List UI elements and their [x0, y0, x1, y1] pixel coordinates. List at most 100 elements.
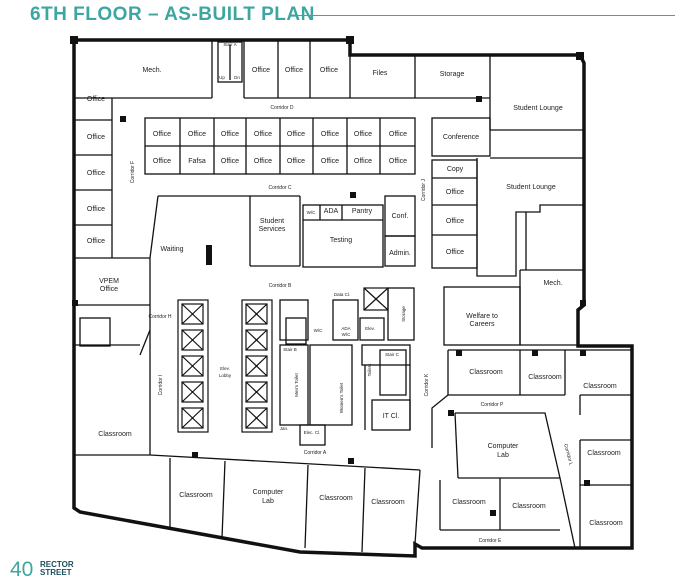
- corridor-h: Corridor H: [148, 314, 171, 320]
- room-data-cl: Data Cl.: [334, 292, 350, 297]
- corridor-j: Corridor J: [421, 179, 427, 201]
- room-stair-a: Stair A: [223, 42, 236, 47]
- room-office-1: Office: [252, 67, 270, 74]
- room-welfare-l2: Careers: [470, 321, 495, 328]
- room-copy: Copy: [447, 166, 464, 173]
- room-womens-toilet: Women's Toilet: [339, 382, 344, 413]
- room-classroom-r5: Classroom: [452, 499, 486, 506]
- room-toilets: Toilets: [367, 363, 372, 377]
- room-ada: ADA: [324, 208, 339, 215]
- room-jan: Jan.: [280, 426, 289, 431]
- title-rule: [292, 15, 675, 16]
- room-fafsa: Fafsa: [188, 158, 206, 165]
- room-computer-lab-r-l2: Lab: [497, 452, 509, 459]
- room-wc: W/C: [307, 210, 316, 215]
- room-office-left-4: Office: [87, 206, 105, 213]
- room-office-g7: Office: [354, 131, 372, 138]
- left-lower-walls: [74, 305, 151, 456]
- room-mech-top: Mech.: [142, 67, 161, 74]
- office-grid-walls: [144, 117, 491, 269]
- room-elev-small: Elev.: [365, 326, 375, 331]
- room-classroom-r1: Classroom: [469, 369, 503, 376]
- room-elev-lobby-l1: Elev.: [220, 366, 230, 371]
- corridor-e: Corridor E: [479, 538, 502, 544]
- room-office-r1: Office: [446, 189, 464, 196]
- right-mid-walls: [443, 269, 584, 346]
- room-office-left-2: Office: [87, 134, 105, 141]
- room-office-g9: Office: [153, 158, 171, 165]
- room-classroom-r3: Classroom: [583, 383, 617, 390]
- room-student-services-l1: Student: [260, 218, 284, 225]
- room-wc-core-2: W/C: [314, 328, 323, 333]
- right-lower-walls: [431, 349, 632, 549]
- room-office-g15: Office: [389, 158, 407, 165]
- room-student-lounge-top: Student Lounge: [513, 105, 563, 112]
- room-classroom-r2: Classroom: [528, 374, 562, 381]
- room-office-left-1: Office: [87, 96, 105, 103]
- room-mens-toilet: Men's Toilet: [294, 372, 299, 396]
- room-office-r3: Office: [446, 249, 464, 256]
- room-classroom-left: Classroom: [98, 431, 132, 438]
- room-computer-lab-r-l1: Computer: [488, 443, 519, 450]
- corridor-k: Corridor K: [424, 373, 430, 396]
- room-student-services-l2: Services: [259, 226, 286, 233]
- room-office-r2: Office: [446, 218, 464, 225]
- room-welfare-l1: Welfare to: [466, 313, 498, 320]
- structural-columns: [70, 36, 590, 516]
- stair-a-dn: Dn: [234, 75, 240, 80]
- outer-wall: [72, 38, 634, 558]
- room-files: Files: [373, 70, 388, 77]
- room-student-lounge-mid: Student Lounge: [506, 184, 556, 191]
- room-wc-core: W/C: [342, 332, 351, 337]
- room-storage-mid: Storage: [401, 306, 406, 322]
- room-office-g12: Office: [287, 158, 305, 165]
- corridor-f: Corridor F: [130, 161, 136, 184]
- room-elev-lobby-l2: Lobby: [219, 373, 232, 378]
- room-computer-lab-b-l2: Lab: [262, 498, 274, 505]
- room-classroom-r6: Classroom: [512, 503, 546, 510]
- room-classroom-r7: Classroom: [589, 520, 623, 527]
- room-ada-core: ADA: [341, 326, 350, 331]
- room-office-2: Office: [285, 67, 303, 74]
- room-classroom-b1: Classroom: [179, 492, 213, 499]
- corridor-c: Corridor C: [268, 185, 291, 191]
- room-conference: Conference: [443, 134, 479, 141]
- elevator-core: [177, 287, 389, 433]
- room-storage: Storage: [440, 71, 465, 78]
- room-office-g10: Office: [221, 158, 239, 165]
- room-office-g2: Office: [188, 131, 206, 138]
- stairs: [79, 41, 407, 396]
- room-admin: Admin.: [389, 250, 411, 257]
- room-office-left-5: Office: [87, 238, 105, 245]
- room-mech-right: Mech.: [543, 280, 562, 287]
- corridor-d: Corridor D: [270, 105, 293, 111]
- room-office-g4: Office: [254, 131, 272, 138]
- room-pantry: Pantry: [352, 208, 373, 215]
- room-conf: Conf.: [392, 213, 409, 220]
- page-title: 6TH FLOOR – AS-BUILT PLAN: [30, 4, 315, 25]
- room-office-g5: Office: [287, 131, 305, 138]
- page-number: 40: [10, 558, 34, 581]
- corridor-p: Corridor P: [481, 402, 504, 408]
- room-testing: Testing: [330, 237, 352, 244]
- room-office-3: Office: [320, 67, 338, 74]
- middle-band-walls: [149, 195, 584, 277]
- stair-a-up: Up: [219, 75, 225, 80]
- corridor-a: Corridor A: [304, 450, 327, 456]
- room-computer-lab-b-l1: Computer: [253, 489, 284, 496]
- room-vpem-l2: Office: [100, 286, 118, 293]
- corridor-l: Corridor L: [562, 443, 574, 466]
- core-walls: [279, 287, 415, 446]
- room-office-left-3: Office: [87, 170, 105, 177]
- room-classroom-b2: Classroom: [319, 495, 353, 502]
- corridor-i: Corridor I: [158, 375, 164, 396]
- corridor-b: Corridor B: [269, 283, 292, 289]
- brand-line-1: RECTOR: [40, 560, 74, 569]
- room-office-g3: Office: [221, 131, 239, 138]
- room-stair-c: Stair C: [385, 352, 400, 357]
- room-it-cl: IT Cl.: [383, 413, 400, 420]
- brand-logo: RECTOR STREET: [40, 561, 74, 577]
- room-office-g1: Office: [153, 131, 171, 138]
- room-waiting: Waiting: [160, 246, 183, 253]
- left-offices-walls: [74, 98, 151, 306]
